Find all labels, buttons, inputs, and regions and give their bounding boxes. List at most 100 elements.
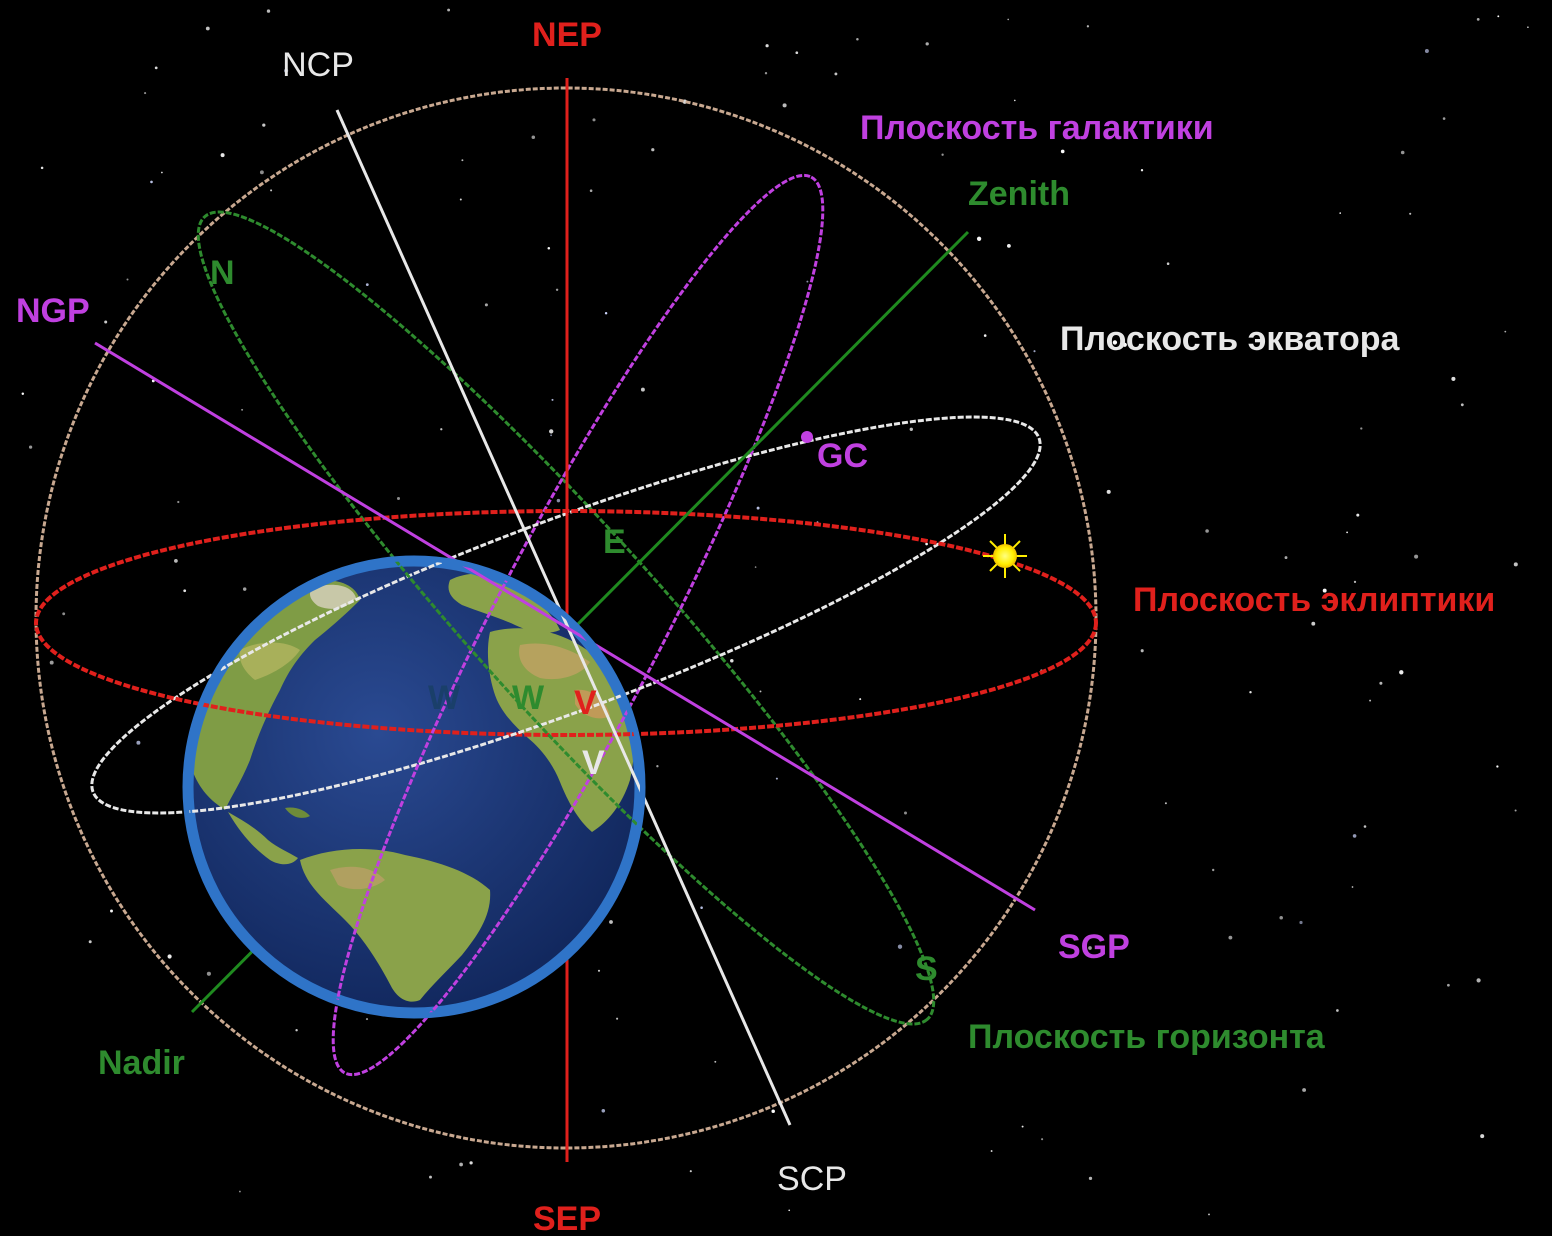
star-dot <box>904 811 907 815</box>
star-dot <box>941 153 944 156</box>
star-dot <box>174 559 178 563</box>
star-dot <box>1088 1176 1093 1181</box>
star-dot <box>1106 489 1111 494</box>
star-dot <box>1424 49 1429 53</box>
gc-label: GC <box>817 437 868 475</box>
star-dot <box>136 740 141 745</box>
star-dot <box>62 612 66 616</box>
north-point-label: N <box>210 254 235 292</box>
star-dot <box>589 189 593 192</box>
star-dot <box>1007 18 1010 21</box>
star-dot <box>1302 1088 1307 1092</box>
star-dot <box>640 387 645 392</box>
star-dot <box>550 434 553 437</box>
east-point-label: E <box>603 523 626 561</box>
ncp-label: NCP <box>282 46 354 84</box>
star-dot <box>1480 1134 1485 1139</box>
star-dot <box>238 1190 241 1193</box>
star-dot <box>1013 99 1016 102</box>
star-dot <box>88 940 92 944</box>
south-point-label: S <box>915 950 938 988</box>
star-dot <box>1140 169 1144 172</box>
star-dot <box>1033 350 1036 353</box>
star-dot <box>609 920 613 924</box>
star-dot <box>601 1109 606 1113</box>
star-dot <box>365 283 369 286</box>
nadir-label: Nadir <box>98 1044 185 1082</box>
nep-label: NEP <box>532 16 602 54</box>
west-shadow-label: W <box>428 679 461 717</box>
star-dot <box>700 906 703 909</box>
vernal-point-ecliptic-label: V <box>574 684 597 722</box>
star-dot <box>1513 562 1518 567</box>
galactic-center-dot <box>801 431 813 443</box>
star-dot <box>1476 18 1480 21</box>
star-dot <box>270 189 273 192</box>
star-dot <box>983 334 987 337</box>
star-dot <box>365 1018 369 1021</box>
star-dot <box>597 969 601 972</box>
star-dot <box>1351 886 1354 888</box>
star-dot <box>1379 681 1383 685</box>
star-dot <box>40 166 44 170</box>
star-dot <box>1399 670 1404 675</box>
star-dot <box>551 398 554 401</box>
star-dot <box>161 171 163 174</box>
zenith-label: Zenith <box>968 175 1070 213</box>
star-dot <box>1369 699 1372 702</box>
galactic-plane-label: Плоскость галактики <box>860 109 1214 147</box>
star-dot <box>1166 262 1170 265</box>
star-dot <box>1460 403 1464 407</box>
star-dot <box>1284 556 1288 560</box>
star-dot <box>1414 554 1419 559</box>
star-dot <box>1447 983 1450 987</box>
star-dot <box>714 1060 717 1063</box>
star-dot <box>1140 649 1144 653</box>
star-dot <box>104 320 108 324</box>
star-dot <box>220 153 225 158</box>
star-dot <box>771 1109 775 1114</box>
star-dot <box>925 42 929 46</box>
star-dot <box>1205 529 1209 533</box>
ngp-label: NGP <box>16 292 90 330</box>
star-dot <box>1336 1009 1339 1012</box>
star-field <box>21 8 1529 1216</box>
star-dot <box>461 159 464 162</box>
star-dot <box>459 1162 463 1167</box>
star-dot <box>1496 765 1499 768</box>
star-dot <box>775 777 778 780</box>
star-dot <box>1088 946 1092 950</box>
star-dot <box>1353 580 1357 584</box>
star-dot <box>1249 690 1252 694</box>
star-dot <box>241 408 244 411</box>
star-dot <box>28 445 33 449</box>
star-dot <box>469 1161 473 1165</box>
star-dot <box>1299 920 1303 925</box>
star-dot <box>205 26 210 31</box>
west-point-label: W <box>512 679 545 717</box>
scp-label: SCP <box>777 1160 847 1198</box>
star-dot <box>447 8 451 12</box>
star-dot <box>556 498 561 503</box>
star-dot <box>1228 935 1233 940</box>
star-dot <box>689 1170 692 1173</box>
star-dot <box>1060 149 1065 154</box>
star-dot <box>1021 1125 1024 1128</box>
star-dot <box>730 658 734 663</box>
celestial-sphere-outline <box>34 86 1098 1150</box>
star-dot <box>976 236 982 241</box>
star-dot <box>1122 342 1127 347</box>
star-dot <box>759 690 762 693</box>
star-dot <box>1212 868 1215 872</box>
star-dot <box>764 72 768 75</box>
star-dot <box>126 278 129 281</box>
star-dot <box>440 428 443 431</box>
star-dot <box>547 246 551 250</box>
star-dot <box>1322 588 1327 593</box>
star-dot <box>549 429 554 434</box>
star-dot <box>1007 244 1011 248</box>
star-dot <box>1497 15 1500 18</box>
star-dot <box>167 954 172 959</box>
star-dot <box>990 1150 993 1152</box>
star-dot <box>429 1175 432 1179</box>
